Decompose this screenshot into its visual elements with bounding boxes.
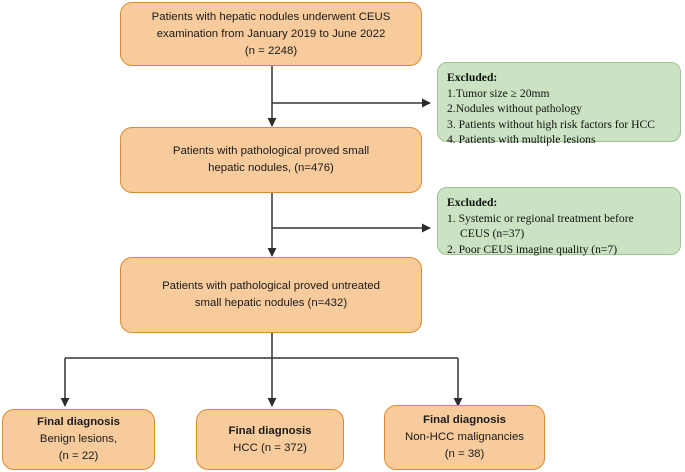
final-hcc-heading: Final diagnosis (228, 424, 312, 437)
final-non-hcc-heading: Final diagnosis (423, 414, 506, 426)
node-untreated-line-1: Patients with pathological proved untrea… (162, 280, 380, 292)
final-hcc-line-1: HCC (n = 372) (233, 441, 307, 454)
node-final-diagnosis-non-hcc: Final diagnosis Non-HCC malignancies (n … (384, 405, 545, 470)
excluded-2-item-1: 1. Systemic or regional treatment before (447, 211, 634, 225)
excluded-1-item-1: 1.Tumor size ≥ 20mm (447, 86, 550, 100)
node-enrolled-line-3: (n = 2248) (244, 44, 298, 57)
node-pathology-line-2: hepatic nodules, (n=476) (208, 162, 334, 174)
node-enrolled-line-1: Patients with hepatic nodules underwent … (151, 10, 391, 23)
node-pathology-proved: Patients with pathological proved small … (120, 127, 422, 193)
excluded-2-item-2: 2. Poor CEUS imagine quality (n=7) (447, 242, 618, 256)
node-final-diagnosis-hcc: Final diagnosis HCC (n = 372) (196, 409, 344, 470)
final-non-hcc-line-2: (n = 38) (444, 448, 485, 460)
final-non-hcc-line-1: Non-HCC malignancies (404, 431, 524, 443)
node-untreated-line-2: small hepatic nodules (n=432) (194, 297, 348, 309)
excluded-1-item-4: 4. Patients with multiple lesions (447, 133, 596, 147)
excluded-1-item-3: 3. Patients without high risk factors fo… (447, 117, 656, 131)
node-final-diagnosis-benign: Final diagnosis Benign lesions, (n = 22) (2, 409, 155, 470)
node-untreated-nodules: Patients with pathological proved untrea… (120, 257, 422, 333)
excluded-2-item-1-cont: CEUS (n=37) (460, 227, 525, 241)
excluded-1-item-2: 2.Nodules without pathology (447, 102, 582, 116)
node-excluded-criteria-2: Excluded: 1. Systemic or regional treatm… (437, 187, 681, 256)
final-benign-line-2: (n = 22) (58, 450, 99, 462)
node-pathology-line-1: Patients with pathological proved small (172, 145, 370, 157)
excluded-1-heading: Excluded: (447, 71, 498, 84)
node-enrolled-cohort: Patients with hepatic nodules underwent … (120, 2, 422, 66)
node-excluded-criteria-1: Excluded: 1.Tumor size ≥ 20mm 2.Nodules … (437, 62, 681, 146)
final-benign-line-1: Benign lesions, (39, 433, 118, 445)
node-enrolled-line-2: examination from January 2019 to June 20… (156, 27, 386, 40)
final-benign-heading: Final diagnosis (37, 416, 120, 428)
excluded-2-heading: Excluded: (447, 196, 498, 209)
